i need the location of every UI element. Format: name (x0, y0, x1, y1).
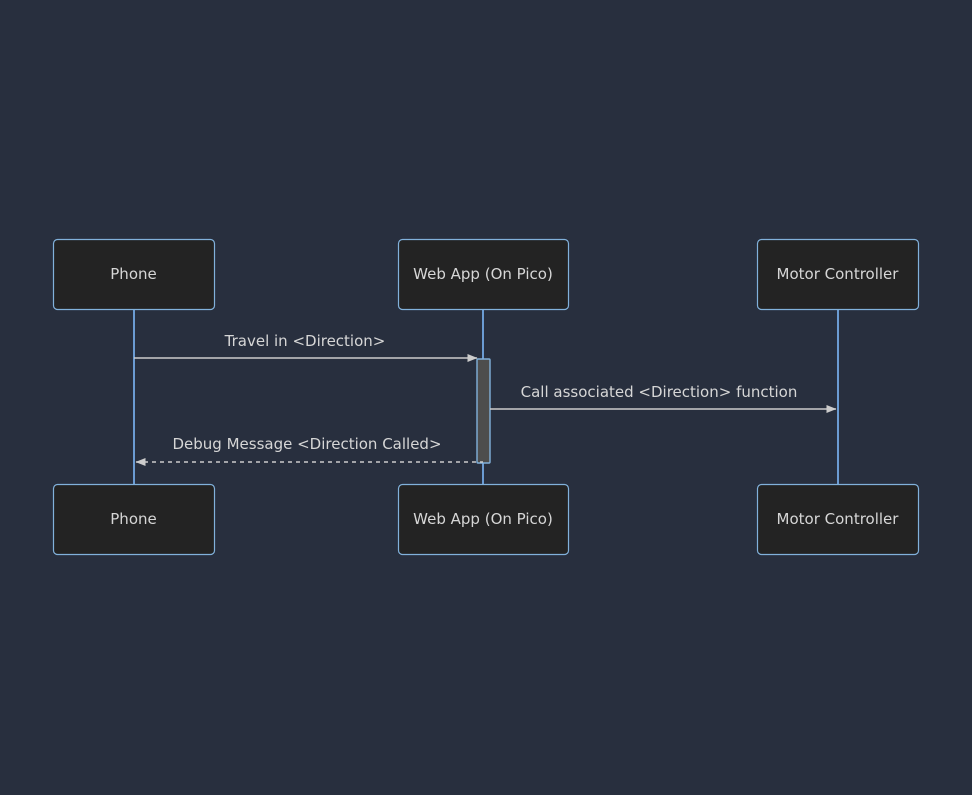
participant-box-motor-bottom[interactable] (756, 483, 920, 556)
message-arrows (134, 354, 837, 466)
activation-bar-webapp (476, 358, 491, 464)
participant-boxes-top (52, 238, 920, 311)
participant-boxes-bottom (52, 483, 920, 556)
participant-box-webapp-top[interactable] (397, 238, 570, 311)
participant-box-motor-top[interactable] (756, 238, 920, 311)
participant-box-phone-top[interactable] (52, 238, 216, 311)
participant-box-phone-bottom[interactable] (52, 483, 216, 556)
participant-box-webapp-bottom[interactable] (397, 483, 570, 556)
